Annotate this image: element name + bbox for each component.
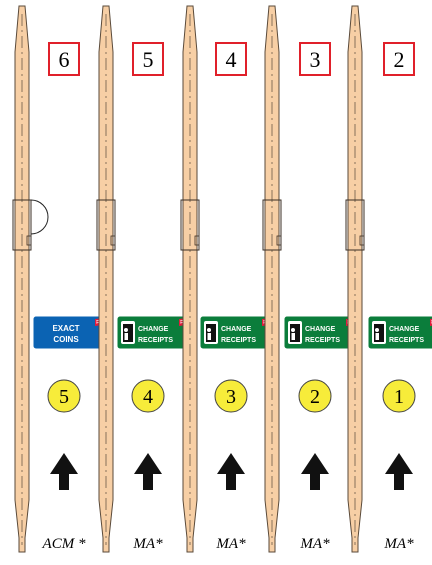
lane-number: 2 [394,47,405,72]
change-receipts-sign: CHANGE RECEIPTS [199,315,274,350]
up-arrow-icon [385,453,413,490]
lane-number-box [383,42,415,76]
lane-number-box [132,42,164,76]
lane-number: 6 [59,47,70,72]
collector-head [124,328,128,332]
up-arrow-icon [301,453,329,490]
lane-type-label: MA* [383,536,414,552]
sign-line-1: CHANGE [221,326,252,333]
collector-head [207,328,211,332]
lane-circle [382,379,416,413]
sign-line-1: CHANGE [138,326,169,333]
lane-circle-number: 5 [59,386,69,408]
toll-booth [180,199,200,251]
lane-circle [298,379,332,413]
sign-line-1: CHANGE [305,326,336,333]
lane-circle-number: 2 [310,386,320,408]
booth-door [26,235,32,246]
sign-line-1: CHANGE [389,326,420,333]
toll-booth [96,199,116,251]
lane-circle [214,379,248,413]
booth-door [359,235,365,246]
lane-type-label: MA* [132,536,163,552]
lane-number-box [48,42,80,76]
lane-number: 5 [143,47,154,72]
exact-coins-sign: EXACT COINS [32,315,107,350]
sign-line-2: RECEIPTS [221,337,256,344]
sign-line-2: RECEIPTS [138,337,173,344]
sign-line-2: RECEIPTS [389,337,424,344]
sign-line-1: EXACT [52,324,79,333]
collector-body [207,333,211,340]
collector-head [291,328,295,332]
up-arrow-icon [217,453,245,490]
booth-door [276,235,282,246]
lane-number-box [299,42,331,76]
lane-type-label: ACM * [42,536,86,552]
collector-head [375,328,379,332]
lane-circle-number: 3 [226,386,236,408]
gate-arm [30,199,49,235]
toll-booth [345,199,365,251]
lane-circle [131,379,165,413]
toll-booth [12,199,32,251]
booth-door [194,235,200,246]
booth-door [110,235,116,246]
lane-number: 4 [226,47,237,72]
toll-booth [262,199,282,251]
lane-type-label: MA* [215,536,246,552]
lane-circle-number: 1 [394,386,404,408]
collector-icon [121,321,135,344]
lane-type-label: MA* [299,536,330,552]
lane-circle [47,379,81,413]
lane-circle-number: 4 [143,386,153,408]
collector-icon [204,321,218,344]
sign-line-2: COINS [53,335,79,344]
up-arrow-icon [50,453,78,490]
collector-body [124,333,128,340]
collector-body [375,333,379,340]
lane-number-box [215,42,247,76]
change-receipts-sign: CHANGE RECEIPTS [283,315,358,350]
collector-body [291,333,295,340]
collector-icon [288,321,302,344]
sign-line-2: RECEIPTS [305,337,340,344]
up-arrow-icon [134,453,162,490]
collector-icon [372,321,386,344]
lane-number: 3 [310,47,321,72]
change-receipts-sign: CHANGE RECEIPTS [116,315,191,350]
change-receipts-sign: CHANGE RECEIPTS [367,315,432,350]
